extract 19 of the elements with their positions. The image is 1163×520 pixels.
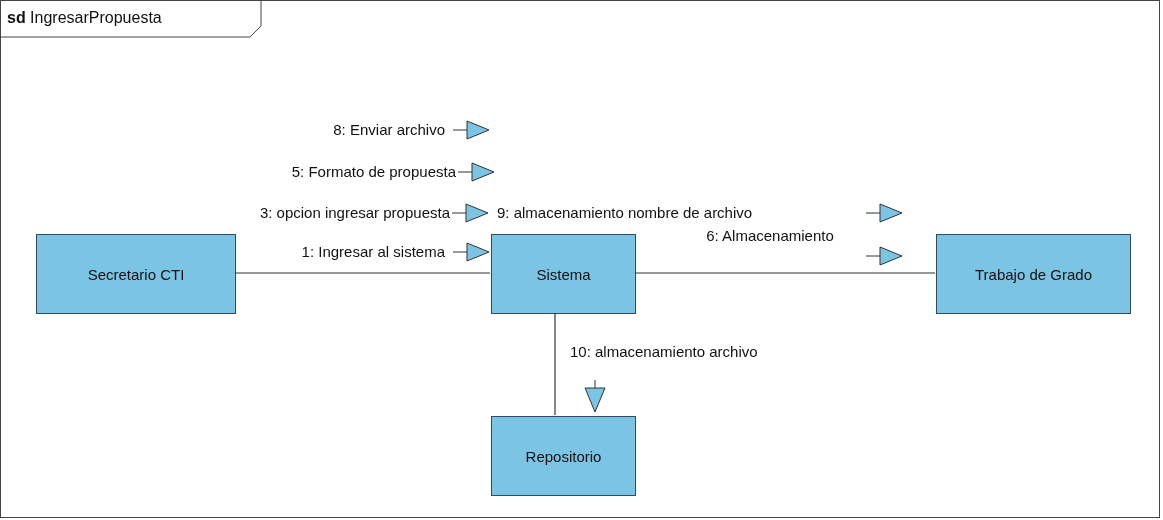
message-label: 9: almacenamiento nombre de archivo <box>497 204 754 222</box>
link-line <box>554 312 556 416</box>
frame-title: sd IngresarPropuesta <box>7 9 162 27</box>
link-line <box>634 272 936 274</box>
object-name: Trabajo de Grado <box>975 265 1092 283</box>
link-line <box>234 272 491 274</box>
message-label: 5: Formato de propuesta <box>290 163 456 181</box>
object-box <box>36 234 236 314</box>
message-label: 3: opcion ingresar propuesta <box>258 204 450 222</box>
object-name: Secretario CTI <box>87 265 185 283</box>
object-box <box>491 416 636 496</box>
object-name: Sistema <box>536 265 591 283</box>
message-label: 8: Enviar archivo <box>332 121 445 139</box>
message-label: 1: Ingresar al sistema <box>300 243 445 261</box>
object-box <box>936 234 1131 314</box>
message-label: 6: Almacenamiento <box>705 226 835 246</box>
object-name: Repositorio <box>525 447 602 465</box>
object-box <box>491 234 636 314</box>
message-label: 10: almacenamiento archivo <box>570 343 759 361</box>
